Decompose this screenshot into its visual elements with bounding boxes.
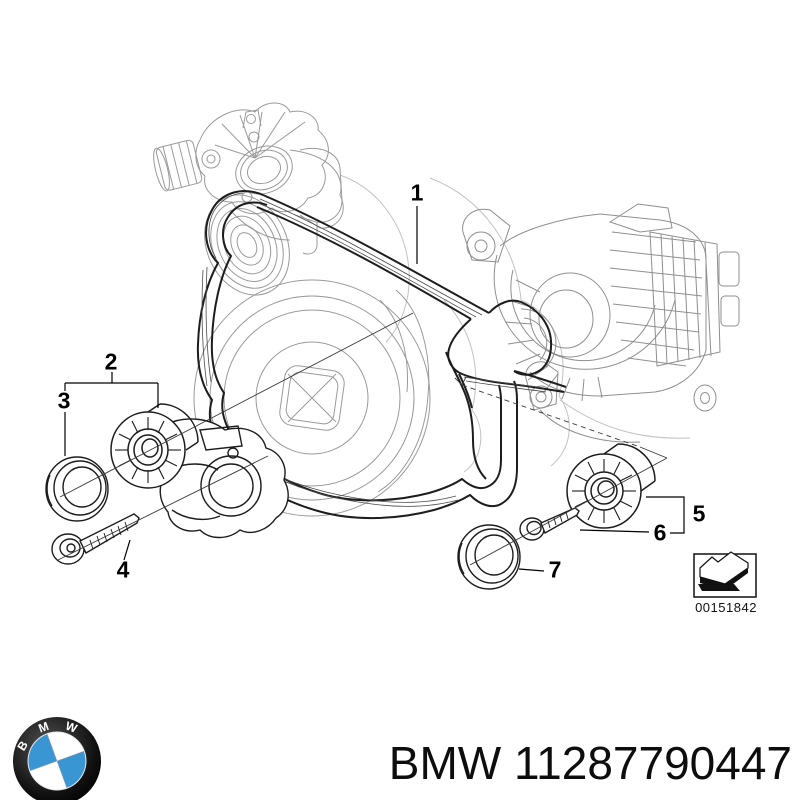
callout-label-6: 6 xyxy=(653,519,667,546)
logo-quadrant-blue-2 xyxy=(57,751,86,788)
bolt-6-drawing xyxy=(519,507,580,541)
belt-rib-lines xyxy=(201,192,547,507)
assembly-axis-lines xyxy=(57,312,668,566)
water-pump-pulley-drawing xyxy=(204,194,290,296)
logo-letter-m: M xyxy=(37,719,51,736)
bmw-logo: B M W xyxy=(13,717,101,800)
cap-7-drawing xyxy=(457,524,521,590)
rear-cap-fins xyxy=(660,233,712,365)
logo-letter-w: W xyxy=(64,719,80,736)
alternator-drawing xyxy=(462,203,740,443)
engine-background-outline xyxy=(339,174,691,473)
callout-leader-lines xyxy=(64,206,685,572)
callout-2-bracket xyxy=(64,372,159,408)
logo-quadrant-blue-1 xyxy=(28,734,57,771)
tensioner-axis-line xyxy=(59,312,414,498)
callout-6-leader xyxy=(579,529,650,533)
idler-pulley-drawing xyxy=(566,443,656,529)
idler-dashed-leader xyxy=(461,384,641,448)
body-fins xyxy=(609,231,703,367)
callout-label-1: 1 xyxy=(410,179,424,206)
thermostat-neck xyxy=(235,145,293,195)
bolt4-axis-line xyxy=(57,455,269,561)
part-number-title: BMW 11287790447 xyxy=(388,737,792,789)
belt-anchor-tick xyxy=(454,376,467,386)
cap-3-drawing xyxy=(45,456,109,522)
callout-label-2: 2 xyxy=(104,348,118,375)
callout-label-5: 5 xyxy=(692,500,706,527)
stamp-box xyxy=(693,551,757,598)
callout-label-3: 3 xyxy=(57,387,71,414)
callout-label-4: 4 xyxy=(116,556,130,583)
tensioner-body-drawing xyxy=(159,418,289,539)
stamp-code: 00151842 xyxy=(695,600,757,615)
idler-axis-line xyxy=(469,457,668,566)
callout-5-bracket xyxy=(646,496,685,534)
tensioner-pulley-drawing xyxy=(110,403,199,489)
callout-7-leader xyxy=(518,568,545,572)
callout-label-7: 7 xyxy=(548,556,562,583)
callout-4-leader xyxy=(123,539,131,561)
housing-ribs xyxy=(214,111,306,159)
water-pump-drawing xyxy=(153,102,344,255)
alternator-pulley-drawing xyxy=(520,308,557,368)
bolt-4-drawing xyxy=(51,513,140,565)
hose-stub xyxy=(153,139,203,192)
direction-arrow-icon xyxy=(698,551,749,591)
